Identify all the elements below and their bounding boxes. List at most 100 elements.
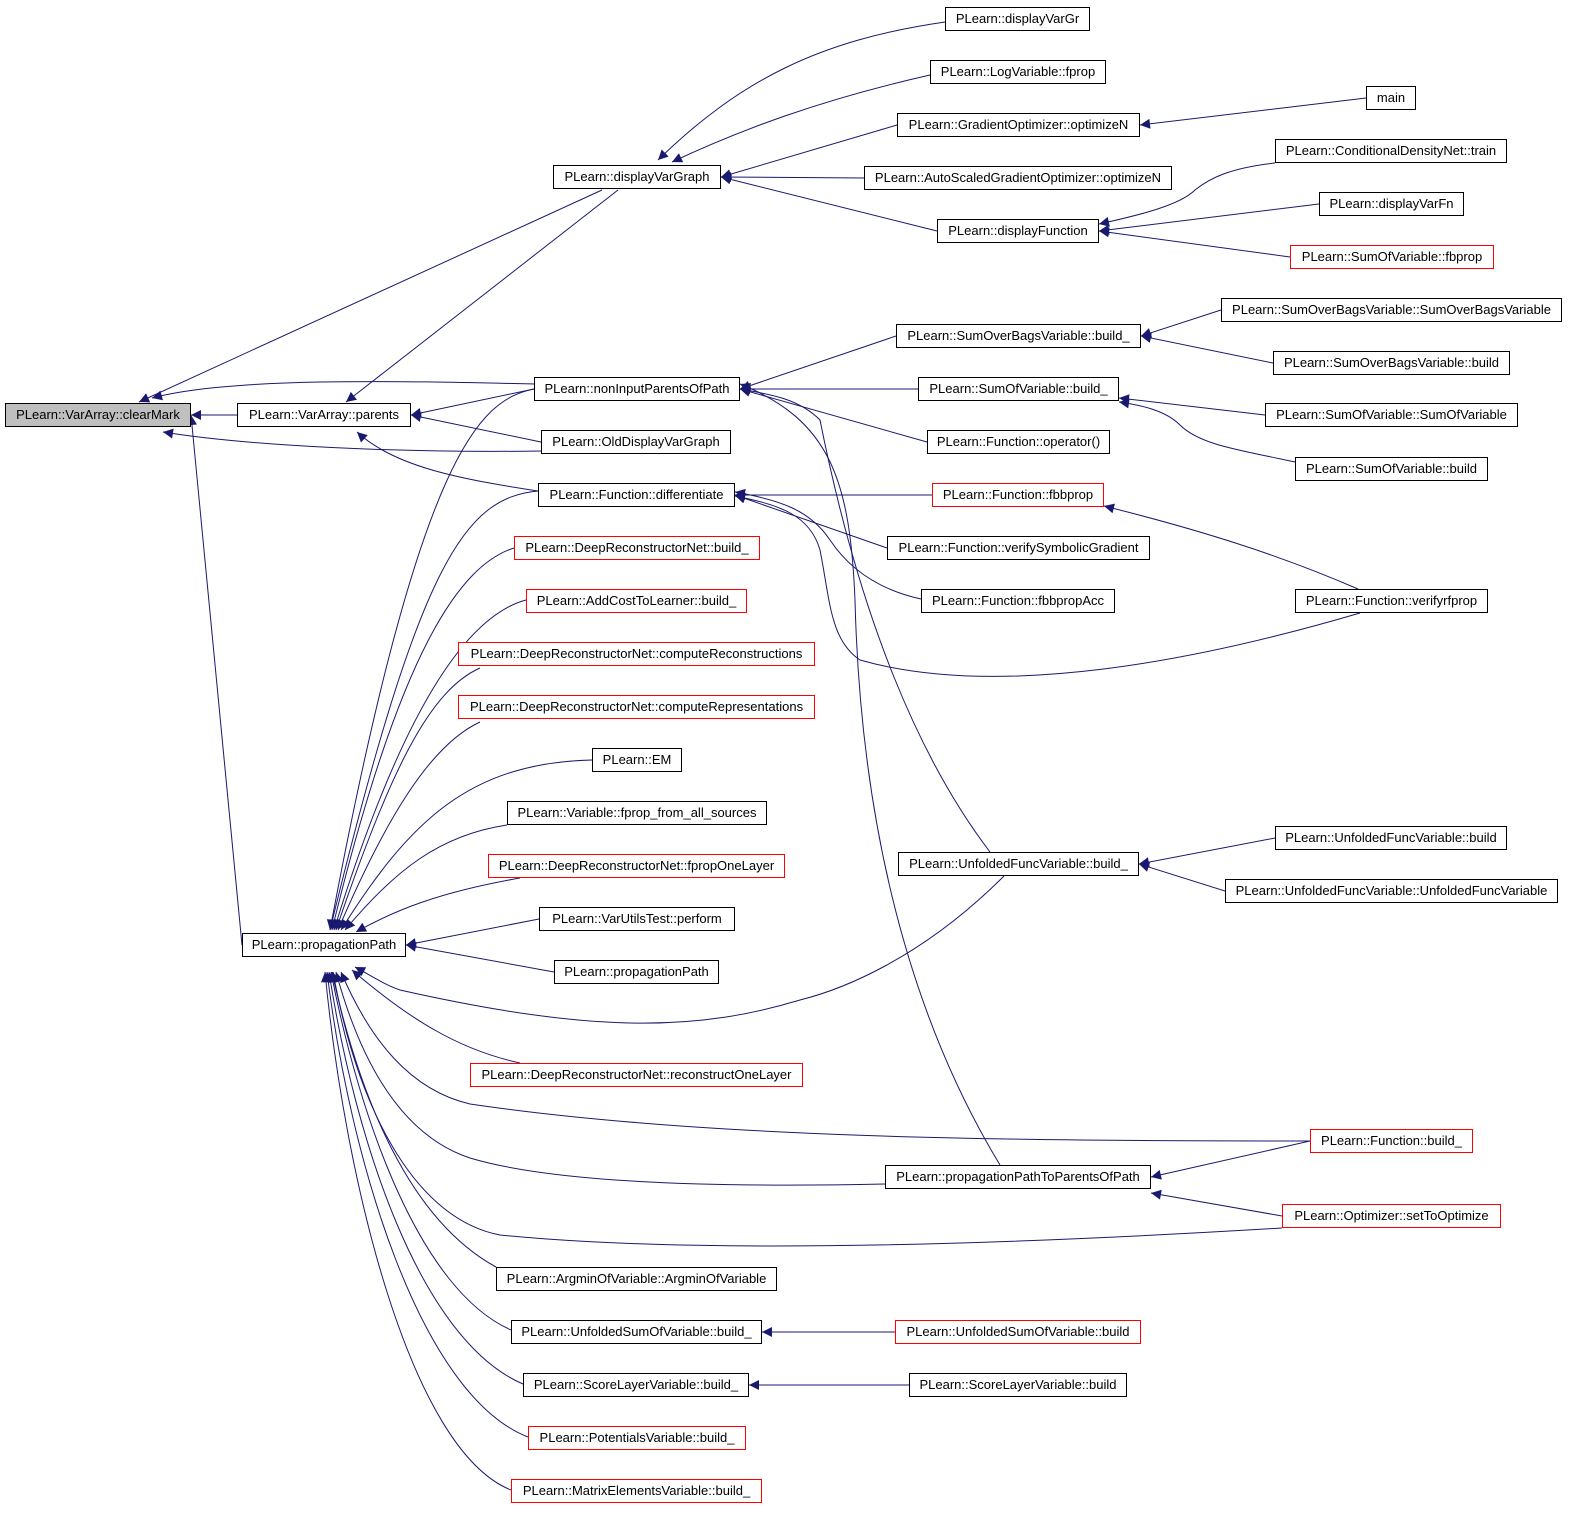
edge-sumOf_build-to-sumOf_build_	[1118, 398, 1296, 463]
edge-drn_build_-to-propagationPath	[329, 547, 515, 931]
edge-perform-to-propagationPath	[405, 918, 540, 948]
node-setToOptimize[interactable]: PLearn::Optimizer::setToOptimize	[1282, 1204, 1501, 1228]
edge-sumOf_ctor-to-sumOf_build_	[1118, 394, 1266, 416]
edge-displayVarGraph-to-clearMark	[138, 189, 603, 403]
node-autoGradOpt[interactable]: PLearn::AutoScaledGradientOptimizer::opt…	[864, 166, 1172, 190]
edge-func_operator-to-nonInputParentsOfPath	[739, 386, 928, 443]
edge-unfoldedFunc_build-to-unfoldedFunc_build_	[1138, 837, 1276, 868]
node-matrixElements_build_[interactable]: PLearn::MatrixElementsVariable::build_	[511, 1479, 762, 1503]
edge-sumOf_fbprop-to-displayFunction	[1098, 227, 1291, 258]
node-fprop_all[interactable]: PLearn::Variable::fprop_from_all_sources	[507, 801, 767, 825]
node-computeReconstructions[interactable]: PLearn::DeepReconstructorNet::computeRec…	[458, 642, 815, 666]
node-sumOf_build_[interactable]: PLearn::SumOfVariable::build_	[918, 377, 1119, 401]
node-nonInputParentsOfPath[interactable]: PLearn::nonInputParentsOfPath	[534, 377, 740, 401]
node-potentials_build_[interactable]: PLearn::PotentialsVariable::build_	[528, 1426, 746, 1450]
edge-displayVarGraph-to-parents	[345, 189, 619, 403]
edge-setToOptimize-to-propPathToParents	[1150, 1189, 1283, 1217]
node-verifySymbolicGradient[interactable]: PLearn::Function::verifySymbolicGradient	[887, 536, 1150, 560]
edge-fpropOneLayer-to-propagationPath	[355, 877, 521, 933]
edge-nonInputParentsOfPath-to-parents	[410, 388, 535, 418]
edge-nonInputParentsOfPath-to-propagationPath	[326, 388, 535, 931]
node-func_operator[interactable]: PLearn::Function::operator()	[927, 430, 1110, 454]
node-scoreLayer_build_[interactable]: PLearn::ScoreLayerVariable::build_	[523, 1373, 749, 1397]
node-differentiate[interactable]: PLearn::Function::differentiate	[538, 483, 735, 507]
node-addcost_build_[interactable]: PLearn::AddCostToLearner::build_	[526, 589, 747, 613]
edge-argmin-to-propagationPath	[329, 971, 497, 1268]
node-EM[interactable]: PLearn::EM	[592, 748, 682, 772]
edge-sumOverBags_build_-to-nonInputParentsOfPath	[739, 335, 897, 391]
edge-EM-to-propagationPath	[340, 759, 593, 931]
edge-condDensity_train-to-displayFunction	[1098, 162, 1276, 227]
node-main[interactable]: main	[1366, 86, 1416, 110]
node-propagationPath[interactable]: PLearn::propagationPath	[242, 933, 406, 957]
node-fbbprop[interactable]: PLearn::Function::fbbprop	[932, 483, 1104, 507]
edge-unfoldedFunc_build_-to-propagationPath	[354, 875, 1005, 1024]
edge-unfoldedFunc_ctor-to-unfoldedFunc_build_	[1138, 862, 1226, 892]
node-gradOpt[interactable]: PLearn::GradientOptimizer::optimizeN	[897, 113, 1140, 137]
node-sumOf_build[interactable]: PLearn::SumOfVariable::build	[1295, 457, 1488, 481]
node-OldDisplayVarGraph[interactable]: PLearn::OldDisplayVarGraph	[541, 430, 731, 454]
node-scoreLayer_build[interactable]: PLearn::ScoreLayerVariable::build	[909, 1373, 1127, 1397]
edge-nonInputParentsOfPath-to-clearMark	[151, 381, 535, 401]
node-parents[interactable]: PLearn::VarArray::parents	[237, 403, 411, 427]
node-unfoldedFunc_build[interactable]: PLearn::UnfoldedFuncVariable::build	[1275, 826, 1507, 850]
node-displayVarGraph[interactable]: PLearn::displayVarGraph	[553, 165, 721, 189]
node-sumOverBags_build[interactable]: PLearn::SumOverBagsVariable::build	[1273, 351, 1510, 375]
edge-autoGradOpt-to-displayVarGraph	[720, 172, 865, 183]
node-sumOf_ctor[interactable]: PLearn::SumOfVariable::SumOfVariable	[1265, 403, 1518, 427]
edge-displayFunction-to-displayVarGraph	[720, 174, 938, 232]
node-unfoldedFunc_ctor[interactable]: PLearn::UnfoldedFuncVariable::UnfoldedFu…	[1225, 879, 1558, 903]
node-verifyrfprop[interactable]: PLearn::Function::verifyrfprop	[1295, 589, 1488, 613]
edge-OldDisplayVarGraph-to-clearMark	[162, 428, 542, 452]
node-displayVarFn[interactable]: PLearn::displayVarFn	[1319, 192, 1464, 216]
node-func_build_[interactable]: PLearn::Function::build_	[1310, 1129, 1473, 1153]
node-argmin[interactable]: PLearn::ArgminOfVariable::ArgminOfVariab…	[496, 1267, 777, 1291]
node-fpropOneLayer[interactable]: PLearn::DeepReconstructorNet::fpropOneLa…	[488, 854, 785, 878]
node-sumOf_fbprop[interactable]: PLearn::SumOfVariable::fbprop	[1290, 245, 1494, 269]
edge-computeReconstructions-to-propagationPath	[334, 667, 481, 931]
edge-displayVarGr-to-displayVarGraph	[657, 21, 946, 161]
edge-sumOverBags_ctor-to-sumOverBags_build_	[1140, 309, 1222, 338]
node-reconstructOneLayer[interactable]: PLearn::DeepReconstructorNet::reconstruc…	[470, 1063, 803, 1087]
node-sumOverBags_build_[interactable]: PLearn::SumOverBagsVariable::build_	[896, 324, 1141, 348]
node-logvar_fprop[interactable]: PLearn::LogVariable::fprop	[930, 60, 1106, 84]
edge-main-to-gradOpt	[1139, 97, 1367, 129]
node-displayFunction[interactable]: PLearn::displayFunction	[937, 219, 1099, 243]
node-propPathToParents[interactable]: PLearn::propagationPathToParentsOfPath	[885, 1165, 1151, 1189]
edge-computeRepresentations-to-propagationPath	[337, 721, 481, 931]
edge-verifySymbolicGradient-to-differentiate	[734, 493, 888, 549]
node-propagationPath2[interactable]: PLearn::propagationPath	[554, 960, 719, 984]
edge-sumOverBags_build-to-sumOverBags_build_	[1140, 333, 1274, 364]
edge-fprop_all-to-propagationPath	[344, 824, 508, 931]
edge-propagationPath-to-clearMark	[186, 414, 243, 946]
edge-unfoldedFunc_build_-to-nonInputParentsOfPath	[739, 385, 991, 853]
edge-displayVarFn-to-displayFunction	[1098, 203, 1320, 235]
edge-propPathToParents-to-propagationPath	[333, 971, 886, 1186]
edge-potentials_build_-to-propagationPath	[323, 971, 529, 1438]
node-displayVarGr[interactable]: PLearn::displayVarGr	[945, 7, 1090, 31]
node-computeRepresentations[interactable]: PLearn::DeepReconstructorNet::computeRep…	[458, 695, 815, 719]
node-perform[interactable]: PLearn::VarUtilsTest::perform	[539, 907, 735, 931]
edge-fbbpropAcc-to-differentiate	[734, 488, 922, 600]
edge-scoreLayer_build_-to-propagationPath	[325, 971, 524, 1385]
edge-gradOpt-to-displayVarGraph	[720, 124, 898, 179]
edge-differentiate-to-parents	[356, 431, 539, 492]
node-condDensity_train[interactable]: PLearn::ConditionalDensityNet::train	[1275, 139, 1507, 163]
edge-unfoldedSum_build_-to-propagationPath	[328, 971, 512, 1331]
node-unfoldedSum_build[interactable]: PLearn::UnfoldedSumOfVariable::build	[895, 1320, 1141, 1344]
node-drn_build_[interactable]: PLearn::DeepReconstructorNet::build_	[514, 536, 760, 560]
node-unfoldedFunc_build_[interactable]: PLearn::UnfoldedFuncVariable::build_	[898, 852, 1139, 876]
edge-differentiate-to-propagationPath	[327, 490, 539, 931]
node-unfoldedSum_build_[interactable]: PLearn::UnfoldedSumOfVariable::build_	[511, 1320, 762, 1344]
edge-addcost_build_-to-propagationPath	[332, 599, 527, 931]
node-sumOverBags_ctor[interactable]: PLearn::SumOverBagsVariable::SumOverBags…	[1221, 298, 1562, 322]
edge-logvar_fprop-to-displayVarGraph	[671, 74, 931, 163]
edge-verifyrfprop-to-differentiate	[734, 493, 1361, 677]
edge-func_build_-to-propPathToParents	[1150, 1140, 1311, 1180]
node-fbbpropAcc[interactable]: PLearn::Function::fbbpropAcc	[921, 589, 1115, 613]
edge-propPathToParents-to-nonInputParentsOfPath	[739, 383, 1001, 1166]
edge-matrixElements_build_-to-propagationPath	[320, 971, 512, 1491]
